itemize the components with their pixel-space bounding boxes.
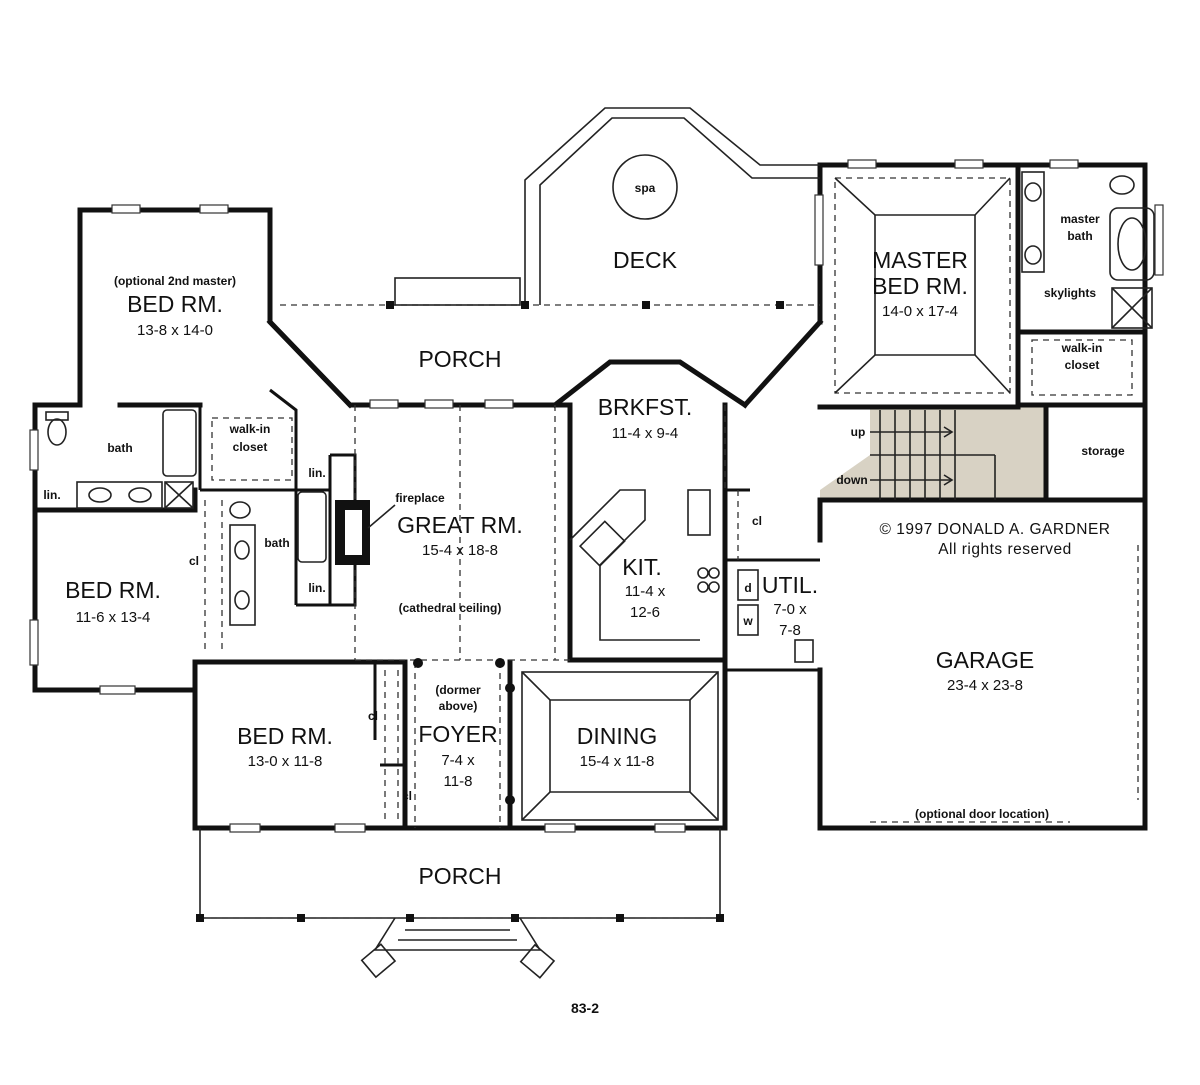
- util-dims-2: 7-8: [779, 622, 801, 639]
- bath-mid-label: bath: [264, 536, 289, 550]
- master-bed-dims: 14-0 x 17-4: [882, 303, 958, 320]
- labels: spa DECK PORCH (optional 2nd master) BED…: [43, 181, 1125, 1016]
- foyer-note-1: (dormer: [435, 683, 481, 697]
- bed-front-name: BED RM.: [237, 723, 333, 749]
- util-dryer: d: [744, 581, 751, 595]
- dashed-lines: [199, 177, 1139, 919]
- windows: [29, 159, 1164, 833]
- bed-left-dims: 11-6 x 13-4: [76, 609, 151, 626]
- spa-tub: [612, 154, 678, 220]
- fireplace-leader: [367, 504, 396, 529]
- bed-front-dims: 13-0 x 11-8: [248, 753, 323, 770]
- front-steps: [360, 917, 556, 979]
- master-bed-name-1: MASTER: [872, 247, 968, 273]
- spa-label: spa: [635, 181, 656, 195]
- dining-name: DINING: [577, 723, 658, 749]
- skylights-label: skylights: [1044, 286, 1096, 300]
- stairs-down-label: down: [836, 473, 867, 487]
- bed-left-name: BED RM.: [65, 577, 161, 603]
- cl-label-3: cl: [368, 709, 378, 723]
- walkin-left-line1: walk-in: [229, 422, 271, 436]
- util-name: UTIL.: [762, 572, 818, 598]
- util-dims-1: 7-0 x: [773, 601, 807, 618]
- stair-shading: [820, 407, 1046, 500]
- lin-label-1: lin.: [43, 488, 60, 502]
- optional-master-note: (optional 2nd master): [114, 274, 236, 288]
- copyright-line2: All rights reserved: [938, 541, 1072, 558]
- master-bath-line1: master: [1060, 212, 1100, 226]
- kit-name: KIT.: [622, 554, 662, 580]
- master-walkin-line1: walk-in: [1061, 341, 1103, 355]
- cl-label-2: cl: [752, 514, 762, 528]
- kit-dims-2: 12-6: [630, 604, 660, 621]
- brkfst-dims: 11-4 x 9-4: [612, 425, 678, 442]
- foyer-dims-2: 11-8: [444, 773, 473, 790]
- optional-bed-name: BED RM.: [127, 291, 223, 317]
- optional-bed-dims: 13-8 x 14-0: [137, 322, 213, 339]
- porch-posts: [196, 301, 784, 922]
- dining-dims: 15-4 x 11-8: [580, 753, 655, 770]
- garage-door-note: (optional door location): [915, 807, 1049, 821]
- copyright-line1: © 1997 DONALD A. GARDNER: [879, 521, 1110, 538]
- bath-left-label: bath: [107, 441, 132, 455]
- stairs-up-label: up: [851, 425, 866, 439]
- storage-label: storage: [1081, 444, 1125, 458]
- master-bath-line2: bath: [1067, 229, 1092, 243]
- foyer-name: FOYER: [418, 721, 497, 747]
- fixtures: [45, 171, 1155, 663]
- lin-label-2: lin.: [308, 466, 325, 480]
- stairs: [870, 410, 996, 500]
- master-bed-name-2: BED RM.: [872, 273, 968, 299]
- cl-label-1: cl: [189, 554, 199, 568]
- plan-number: 83-2: [571, 1000, 599, 1016]
- cl-label-4: cl: [402, 789, 412, 803]
- garage-dims: 23-4 x 23-8: [947, 677, 1023, 694]
- garage-name: GARAGE: [936, 647, 1034, 673]
- deck-outline: [280, 107, 820, 306]
- front-porch-label: PORCH: [418, 863, 501, 889]
- rear-porch-label: PORCH: [418, 346, 501, 372]
- master-walkin-line2: closet: [1065, 358, 1100, 372]
- great-rm-name: GREAT RM.: [397, 512, 523, 538]
- foyer-note-2: above): [439, 699, 478, 713]
- walkin-left-line2: closet: [233, 440, 268, 454]
- great-rm-dims: 15-4 x 18-8: [422, 542, 498, 559]
- great-rm-note: (cathedral ceiling): [399, 601, 502, 615]
- fireplace-label: fireplace: [395, 491, 445, 505]
- lin-label-3: lin.: [308, 581, 325, 595]
- deck-label: DECK: [613, 247, 678, 273]
- foyer-dims-1: 7-4 x: [441, 752, 475, 769]
- kit-dims-1: 11-4 x: [625, 583, 666, 600]
- util-washer: w: [742, 614, 753, 628]
- brkfst-name: BRKFST.: [598, 394, 693, 420]
